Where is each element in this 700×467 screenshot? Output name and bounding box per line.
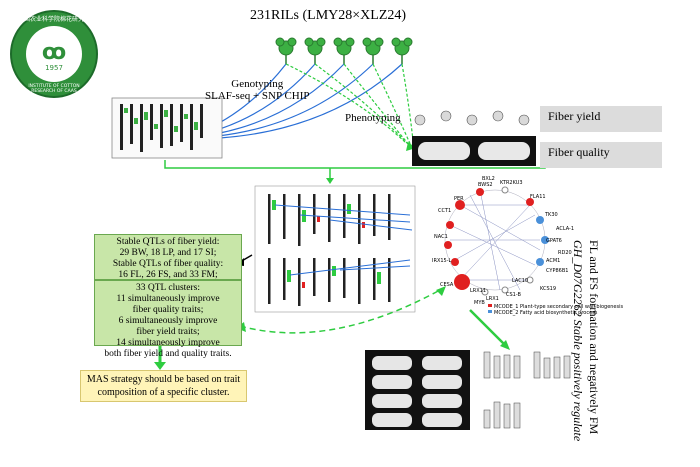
fiber-quality-label: Fiber quality xyxy=(540,142,662,168)
network-node-label: PER xyxy=(454,196,464,202)
network-node-label: LRX1 xyxy=(486,296,499,302)
logo-leaf-icon: ꝏ xyxy=(41,40,67,65)
network-node-label: KTR2KU3 xyxy=(500,180,523,186)
cluster-network-link xyxy=(239,289,441,334)
cluster-line: 14 simultaneously improve xyxy=(116,338,220,348)
cluster-line: 6 simultaneously improve xyxy=(118,316,218,326)
bar-chart-panels xyxy=(483,351,571,429)
network-node-label: BXL2 xyxy=(482,176,495,182)
stable-qtl-summary: Stable QTLs of fiber yield: 29 BW, 18 LP… xyxy=(94,234,242,280)
network-node-label: CYP86B1 xyxy=(546,268,569,274)
network-node-label: LAC10 xyxy=(512,278,529,284)
network-node-label: GPAT6 xyxy=(546,238,562,244)
cotton-boll-icons xyxy=(414,110,530,126)
mas-line: composition of a specific cluster. xyxy=(97,387,230,398)
network-legend-item: MCODE_1 Plant-type secondary cell wall b… xyxy=(494,304,624,310)
phenotyping-label: Phenotyping xyxy=(345,112,401,124)
network-node-label: ACM1 xyxy=(546,258,561,264)
network-node-label: MYB xyxy=(474,300,485,306)
qtl-yield-counts: 29 BW, 18 LP, and 17 SI; xyxy=(119,248,217,258)
fiber-validation-images xyxy=(365,350,470,430)
network-node-label: ACLA-1 xyxy=(556,226,575,232)
qtl-cluster-summary: 33 QTL clusters: 11 simultaneously impro… xyxy=(94,280,242,359)
mas-line: MAS strategy should be based on trait xyxy=(86,374,241,385)
network-node-label: IRX15-L xyxy=(432,258,452,264)
genotyping-title: Genotyping xyxy=(231,78,284,90)
network-node-label: CS1-B xyxy=(506,292,521,298)
logo-emblem: ꝏ 1957 xyxy=(26,26,82,82)
qtl-yield-heading: Stable QTLs of fiber yield: xyxy=(116,237,220,247)
qtl-quality-counts: 16 FL, 26 FS, and 33 FM; xyxy=(118,270,218,280)
fiber-images xyxy=(412,136,536,166)
conclusion-text-2: FL and FS formation and negatively FM xyxy=(586,240,606,460)
logo-english-text: INSTITUTE OF COTTON RESEARCH OF CAAS xyxy=(28,84,80,94)
genotyping-methods: SLAF-seq + SNP CHIP xyxy=(205,90,310,102)
network-node-label: BWS2 xyxy=(478,182,493,188)
mas-strategy-box: MAS strategy should be based on trait co… xyxy=(80,370,247,402)
plant-icons xyxy=(275,37,413,64)
cluster-line: both fiber yield and quality traits. xyxy=(104,349,232,359)
network-node-label: CCT1 xyxy=(438,208,452,214)
network-node-label: NAC1 xyxy=(434,234,448,240)
network-node-label: TK30 xyxy=(545,212,558,218)
coexpression-network xyxy=(444,186,549,313)
conclusion-text: GH_D07G2262 Stable positively regulate xyxy=(570,240,590,460)
network-node-label: FLA11 xyxy=(530,194,546,200)
institute-logo: 中国农业科学院棉花研究所 ꝏ 1957 INSTITUTE OF COTTON … xyxy=(10,10,98,98)
network-node-label: CESA xyxy=(440,282,454,288)
fiber-yield-label: Fiber yield xyxy=(540,106,662,132)
cluster-heading: 33 QTL clusters: xyxy=(135,283,201,293)
network-validation-arrow xyxy=(469,309,506,346)
logo-year: 1957 xyxy=(45,64,63,72)
genotyping-label: Genotyping SLAF-seq + SNP CHIP xyxy=(205,78,310,102)
network-legend-item: MCODE_2 Fatty acid biosynthetic process xyxy=(494,310,598,316)
conclusion-line-1: GH_D07G2262 Stable positively regulate xyxy=(571,240,585,442)
network-node-label: RD20 xyxy=(558,250,572,256)
logo-chinese-text: 中国农业科学院棉花研究所 xyxy=(17,16,90,23)
population-title: 231RILs (LMY28×XLZ24) xyxy=(250,8,407,23)
genetic-map-panel xyxy=(111,97,223,159)
cluster-line: 11 simultaneously improve xyxy=(116,294,220,304)
phenotyping-arrows xyxy=(285,63,415,151)
conclusion-line-2: FL and FS formation and negatively FM xyxy=(587,240,601,435)
qtl-map-panel xyxy=(254,185,416,313)
network-node-label: LRX11 xyxy=(470,288,487,294)
cluster-line: fiber yield traits; xyxy=(136,327,200,337)
qtl-quality-heading: Stable QTLs of fiber quality: xyxy=(112,259,224,269)
cluster-line: fiber quality traits; xyxy=(132,305,204,315)
network-node-label: KCS19 xyxy=(540,286,557,292)
